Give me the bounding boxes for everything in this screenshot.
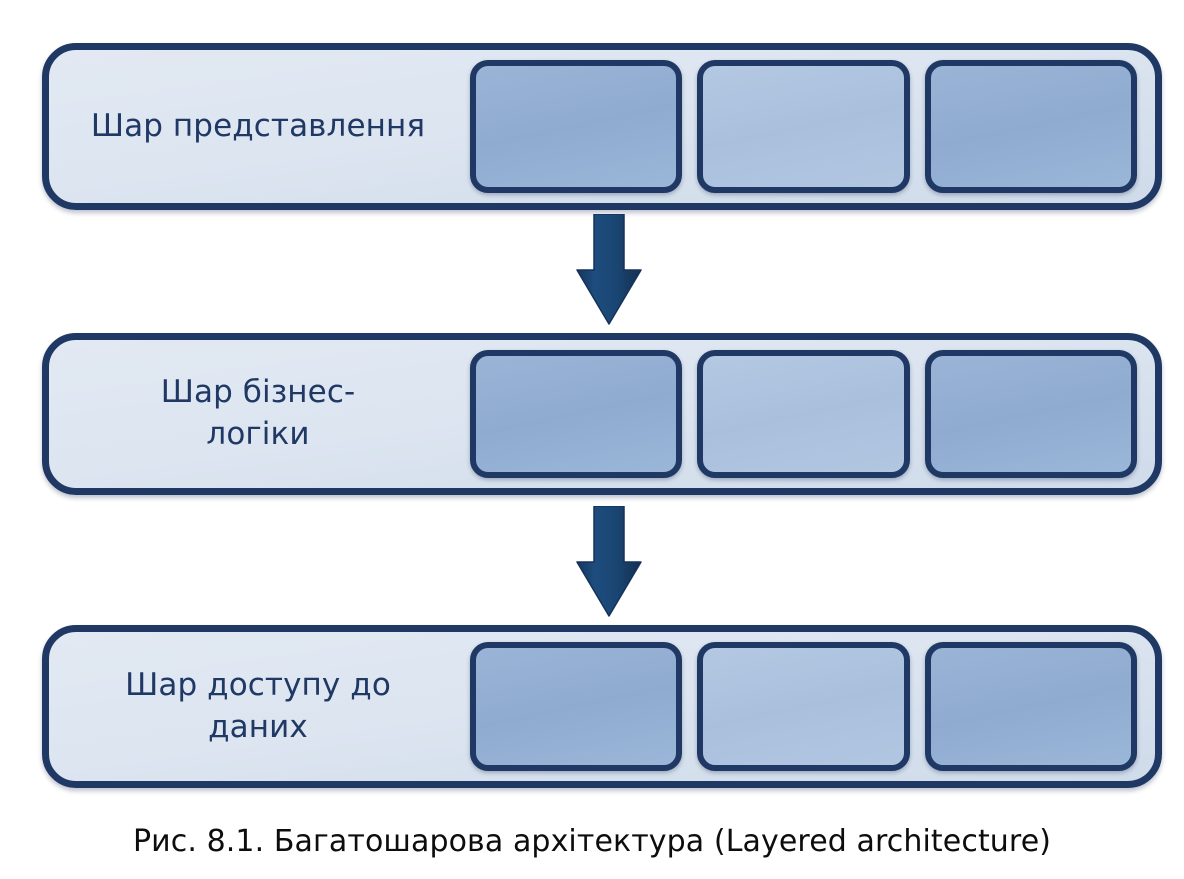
layer-business-logic-components xyxy=(470,350,1137,478)
layer-presentation-components xyxy=(470,60,1137,193)
business-component-1[interactable] xyxy=(470,350,683,478)
layer-presentation-label: Шар представлення xyxy=(90,107,426,144)
data-component-2[interactable] xyxy=(697,642,910,771)
presentation-component-2[interactable] xyxy=(697,60,910,193)
presentation-component-1[interactable] xyxy=(470,60,683,193)
presentation-component-3[interactable] xyxy=(924,60,1137,193)
layer-data-access: Шар доступу до даних xyxy=(42,625,1162,788)
layer-presentation: Шар представлення xyxy=(42,43,1162,210)
layer-data-access-components xyxy=(470,642,1137,771)
business-component-2[interactable] xyxy=(697,350,910,478)
data-component-1[interactable] xyxy=(470,642,683,771)
layer-data-access-label: Шар доступу до даних xyxy=(125,666,391,745)
arrow-presentation-to-business-icon xyxy=(573,213,645,326)
data-component-3[interactable] xyxy=(924,642,1137,771)
arrow-business-to-data-icon xyxy=(573,505,645,618)
business-component-3[interactable] xyxy=(924,350,1137,478)
layer-business-logic-label: Шар бізнес- логіки xyxy=(160,374,356,452)
layer-business-logic: Шар бізнес- логіки xyxy=(42,333,1162,495)
figure-caption: Рис. 8.1. Багатошарова архітектура (Laye… xyxy=(132,824,1052,859)
